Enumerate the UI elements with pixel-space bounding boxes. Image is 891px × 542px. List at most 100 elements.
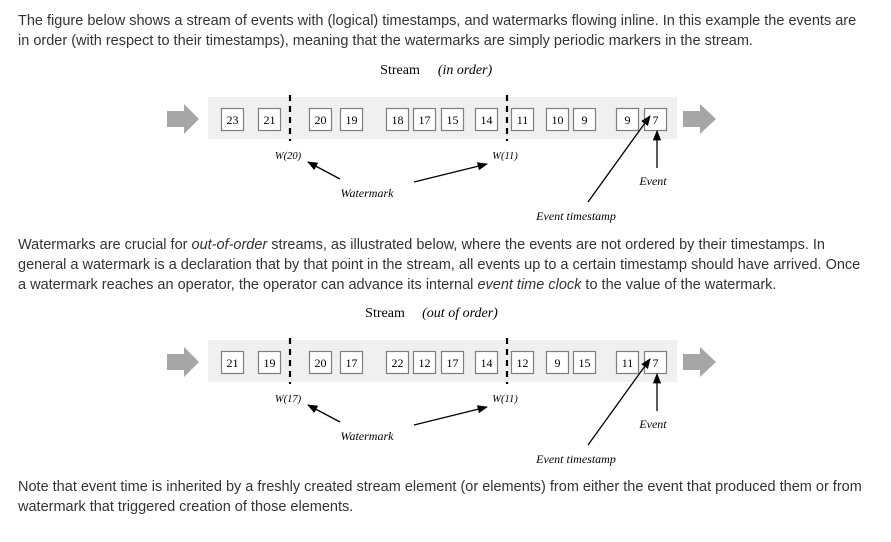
event-box: 23 — [220, 107, 245, 132]
event-box-frame — [545, 107, 570, 132]
diagram-svg: Stream (out of order) 21 19 20 17 22 12 17 14 12… — [167, 306, 716, 466]
event-box-frame — [220, 107, 245, 132]
event-timestamp-label: 21 — [264, 113, 276, 127]
diagram-subtitle: (in order) — [438, 63, 493, 78]
event-timestamp-label: 19 — [346, 113, 358, 127]
event-box-frame — [510, 107, 535, 132]
p2-emphasis-out-of-order: out-of-order — [191, 237, 268, 253]
event-box-frame — [339, 350, 364, 375]
event-box-frame — [615, 107, 640, 132]
watermark-label: W(11) — [492, 394, 518, 405]
event-box: 12 — [412, 350, 437, 375]
event-box: 11 — [615, 350, 640, 375]
p2-text-b: streams, as illustrated below, where the… — [18, 237, 861, 293]
event-timestamp-pointer-arrow — [587, 115, 651, 203]
input-arrow-icon — [167, 347, 199, 377]
p2-emphasis-event-time-clock: event time clock — [477, 277, 582, 293]
event-box: 14 — [474, 107, 499, 132]
event-timestamp-label: 15 — [447, 113, 459, 127]
event-timestamp-label: 9 — [625, 113, 631, 127]
watermark-callout-label: Watermark — [341, 186, 395, 200]
watermark-pointer-arrow — [307, 404, 341, 423]
event-timestamp-label: 11 — [622, 356, 634, 370]
diagram-title: Stream — [365, 306, 405, 321]
event-timestamp-label: 20 — [315, 113, 327, 127]
event-box-frame — [412, 107, 437, 132]
event-timestamp-label: 22 — [392, 356, 404, 370]
diagram-subtitle: (out of order) — [422, 306, 498, 321]
watermark-pointer-arrow — [413, 162, 489, 183]
event-timestamp-label: 18 — [392, 113, 404, 127]
event-box-frame — [440, 350, 465, 375]
event-box: 9 — [545, 350, 570, 375]
event-timestamp-label: 15 — [579, 356, 591, 370]
event-box: 17 — [339, 350, 364, 375]
event-box: 9 — [615, 107, 640, 132]
event-box: 18 — [385, 107, 410, 132]
event-box-frame — [510, 350, 535, 375]
event-box: 22 — [385, 350, 410, 375]
event-timestamp-label: 7 — [653, 113, 659, 127]
event-timestamp-label: 17 — [346, 356, 358, 370]
event-box-frame — [474, 107, 499, 132]
event-timestamp-label: 14 — [481, 356, 493, 370]
event-box: 14 — [474, 350, 499, 375]
event-box-frame — [474, 350, 499, 375]
p2-text-c: to the value of the watermark. — [581, 277, 777, 293]
event-box: 17 — [412, 107, 437, 132]
event-timestamp-label: 9 — [555, 356, 561, 370]
event-box-frame — [385, 107, 410, 132]
event-timestamp-label: 9 — [582, 113, 588, 127]
event-box: 21 — [257, 107, 282, 132]
note-paragraph: Note that event time is inherited by a f… — [18, 479, 862, 515]
intro-paragraph: The figure below shows a stream of event… — [18, 13, 857, 49]
diagram-svg: Stream (in order) 23 21 20 19 18 17 15 14 11 10 9 9… — [167, 63, 716, 223]
event-box-frame — [412, 350, 437, 375]
event-timestamp-label: 19 — [264, 356, 276, 370]
event-box: 20 — [308, 107, 333, 132]
event-box: 19 — [339, 107, 364, 132]
event-timestamp-label: 17 — [447, 356, 459, 370]
watermark-label: W(20) — [275, 151, 302, 162]
event-box-frame — [308, 107, 333, 132]
event-box: 20 — [308, 350, 333, 375]
event-timestamp-label: 17 — [419, 113, 431, 127]
out-of-order-stream-diagram: Stream (out of order) 21 19 20 17 22 12 17 14 12… — [0, 301, 891, 471]
watermark-label: W(17) — [275, 394, 302, 405]
event-box: 21 — [220, 350, 245, 375]
watermark-pointer-arrow — [307, 161, 341, 180]
input-arrow-icon — [167, 104, 199, 134]
event-timestamp-label: 14 — [481, 113, 493, 127]
event-box: 9 — [572, 107, 597, 132]
event-box-frame — [572, 107, 597, 132]
event-box: 10 — [545, 107, 570, 132]
event-timestamp-callout-label: Event timestamp — [535, 209, 616, 223]
event-box-frame — [615, 350, 640, 375]
output-arrow-icon — [683, 347, 716, 377]
event-timestamp-pointer-arrow — [587, 358, 651, 446]
event-box: 11 — [510, 107, 535, 132]
event-box-frame — [257, 107, 282, 132]
watermark-callout-label: Watermark — [341, 429, 395, 443]
event-box: 19 — [257, 350, 282, 375]
event-box-frame — [385, 350, 410, 375]
in-order-stream-diagram: Stream (in order) 23 21 20 19 18 17 15 14 11 10 9 9… — [0, 58, 891, 228]
event-timestamp-callout-label: Event timestamp — [535, 452, 616, 466]
out-of-order-paragraph: Watermarks are crucial for out-of-order … — [18, 235, 868, 295]
event-box: 15 — [572, 350, 597, 375]
event-box-frame — [572, 350, 597, 375]
event-timestamp-label: 21 — [227, 356, 239, 370]
watermark-pointer-arrow — [413, 405, 489, 426]
stream-group: 21 19 20 17 22 12 17 14 12 9 15 11 7W(17) W(11) Waterm… — [167, 338, 716, 466]
diagram-title: Stream — [380, 63, 420, 78]
event-box-frame — [545, 350, 570, 375]
event-timestamp-label: 7 — [653, 356, 659, 370]
event-box: 15 — [440, 107, 465, 132]
event-box-frame — [308, 350, 333, 375]
event-box-frame — [220, 350, 245, 375]
event-callout-label: Event — [638, 417, 667, 431]
event-timestamp-label: 20 — [315, 356, 327, 370]
output-arrow-icon — [683, 104, 716, 134]
event-box: 12 — [510, 350, 535, 375]
